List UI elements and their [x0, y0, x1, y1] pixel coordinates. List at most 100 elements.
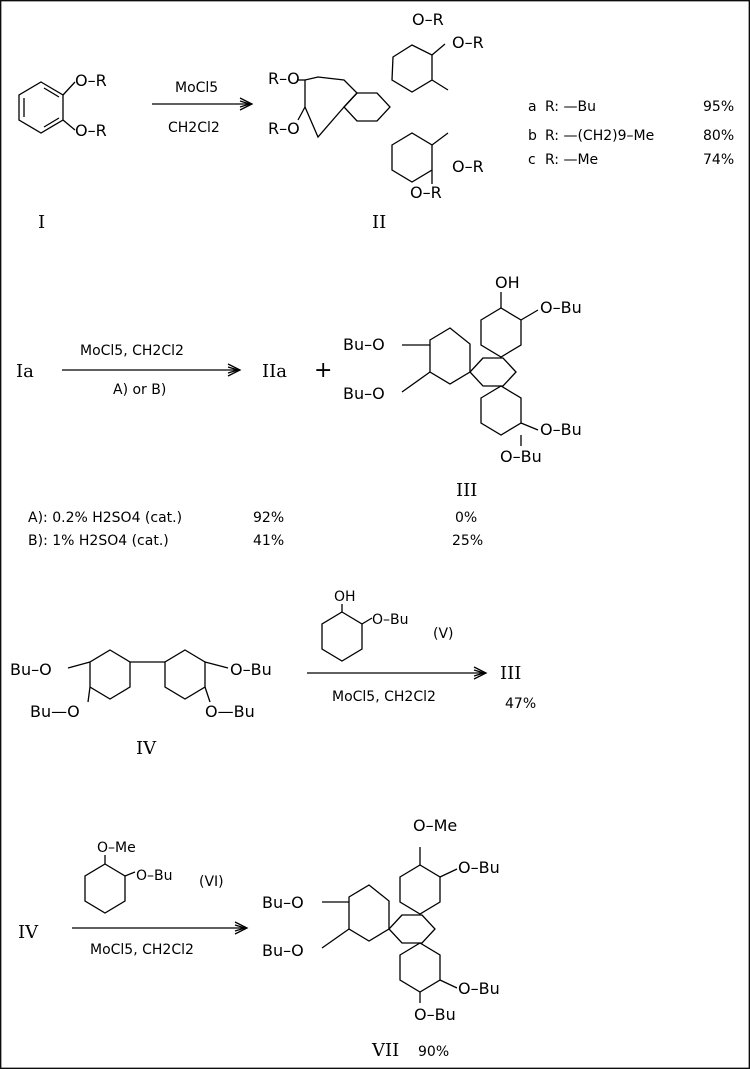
condition-table: A): 0.2% H2SO4 (cat.) 92% 0% B): 1% H2SO…	[28, 510, 483, 549]
left-ring	[429, 327, 471, 385]
plus-sign: +	[314, 358, 332, 383]
reaction-arrow	[152, 97, 254, 111]
bond	[204, 686, 211, 703]
left-ring	[348, 884, 390, 942]
compound-label: (V)	[433, 626, 454, 642]
ring-double-bond	[43, 87, 60, 98]
entry-yield: 74%	[703, 152, 734, 168]
reagent-V-structure: OH O–Bu (V)	[321, 589, 454, 662]
central-ring	[388, 914, 436, 944]
substituent-label: O–Bu	[540, 298, 582, 317]
bond	[401, 371, 431, 393]
substituent-label: O–R	[452, 157, 484, 176]
substituent-label: O–Bu	[230, 660, 272, 679]
compound-label: VII	[371, 1040, 399, 1061]
substituent-label: Bu–O	[343, 335, 385, 354]
bond	[431, 132, 449, 146]
bond	[62, 119, 76, 131]
compound-label: IV	[136, 738, 157, 759]
lower-ring	[480, 385, 522, 436]
substituent-label: Bu—O	[30, 702, 80, 721]
yield-label: 90%	[418, 1044, 449, 1060]
compound-label: Ia	[16, 361, 34, 382]
entry-key: c	[528, 152, 536, 168]
entry-key: a	[528, 99, 537, 115]
lower-ring	[399, 942, 441, 993]
scheme-3: Bu–O Bu—O O–Bu O—Bu IV OH O–Bu (V) MoCl5…	[10, 589, 536, 759]
entry-key: b	[528, 128, 537, 144]
compound-label: III	[500, 663, 521, 684]
scheme-4: IV O–Me O–Bu (VI) MoCl5, CH2Cl2	[18, 816, 500, 1061]
substituent-label: O–R	[452, 33, 484, 52]
upper-ring	[480, 307, 522, 358]
reactant-IV-structure: Bu–O Bu—O O–Bu O—Bu IV	[10, 649, 272, 759]
substituent-label: O–R	[75, 71, 107, 90]
condition-row: A): 0.2% H2SO4 (cat.)	[28, 510, 182, 526]
bond	[204, 661, 229, 669]
benzene-ring	[18, 81, 64, 134]
substituent-label: O–R	[410, 183, 442, 202]
bond	[520, 309, 539, 321]
yield-IIa: 41%	[253, 533, 284, 549]
entry-r-group: R: —Bu	[545, 99, 596, 115]
substituent-label: R–O	[268, 119, 300, 138]
ring-double-bond	[43, 117, 60, 128]
reaction-conditions-top: MoCl5, CH2Cl2	[80, 343, 184, 359]
compound-label: IIa	[262, 361, 287, 382]
right-ring	[164, 649, 206, 700]
yield-III: 0%	[455, 510, 477, 526]
reactant-I-structure: O–R O–R I	[18, 71, 107, 233]
benzene-ring	[84, 863, 126, 914]
substituent-label: O–Me	[97, 840, 136, 856]
central-ring	[469, 357, 517, 387]
central-ring	[343, 92, 391, 122]
reaction-arrow	[62, 363, 242, 377]
substituent-label: Bu–O	[10, 660, 52, 679]
substituent-label: Bu–O	[343, 384, 385, 403]
substituent-label: Bu–O	[262, 893, 304, 912]
substituent-label: Bu–O	[262, 941, 304, 960]
compound-label: (VI)	[199, 874, 224, 890]
bond	[321, 928, 350, 949]
scheme-2: Ia MoCl5, CH2Cl2 A) or B) IIa + OH O–Bu …	[16, 273, 582, 549]
reaction-conditions-bottom: CH2Cl2	[168, 120, 220, 136]
reaction-conditions-top: MoCl5	[175, 80, 218, 96]
substituent-label: O–Bu	[540, 420, 582, 439]
compound-label: III	[456, 480, 477, 501]
substituent-label: O–Bu	[458, 858, 500, 877]
bond	[439, 979, 458, 989]
bond	[431, 43, 446, 56]
yield-table: a R: —Bu 95% b R: —(CH2)9–Me 80% c R: —M…	[528, 99, 734, 168]
bond	[520, 422, 539, 431]
product-II-structure: O–R O–R R–O R–O O–R O–R II	[268, 10, 484, 233]
lower-ring	[391, 132, 433, 183]
reaction-arrow	[307, 666, 488, 680]
reaction-arrow	[72, 921, 249, 935]
compound-label: II	[372, 212, 386, 233]
entry-yield: 80%	[703, 128, 734, 144]
substituent-label: O–Bu	[136, 868, 173, 884]
bond	[431, 79, 449, 91]
bond	[361, 617, 373, 625]
left-ring	[89, 649, 131, 700]
upper-ring	[391, 44, 433, 93]
substituent-label: O–Me	[413, 816, 457, 835]
hydroxyl-label: OH	[334, 589, 356, 605]
compound-label: IV	[18, 922, 39, 943]
bond	[62, 81, 76, 96]
substituent-label: O—Bu	[205, 702, 255, 721]
substituent-label: O–R	[412, 10, 444, 29]
left-ring	[304, 76, 358, 139]
substituent-label: O–R	[75, 121, 107, 140]
bond	[67, 661, 91, 669]
yield-IIa: 92%	[253, 510, 284, 526]
reagent-VI-structure: O–Me O–Bu (VI)	[84, 840, 224, 914]
substituent-label: O–Bu	[372, 612, 409, 628]
reaction-conditions-bottom: MoCl5, CH2Cl2	[332, 689, 436, 705]
benzene-ring	[321, 611, 363, 662]
substituent-label: O–Bu	[458, 979, 500, 998]
entry-r-group: R: —Me	[545, 152, 598, 168]
scheme-1: O–R O–R I MoCl5 CH2Cl2 O–R O–R R–	[18, 10, 734, 233]
